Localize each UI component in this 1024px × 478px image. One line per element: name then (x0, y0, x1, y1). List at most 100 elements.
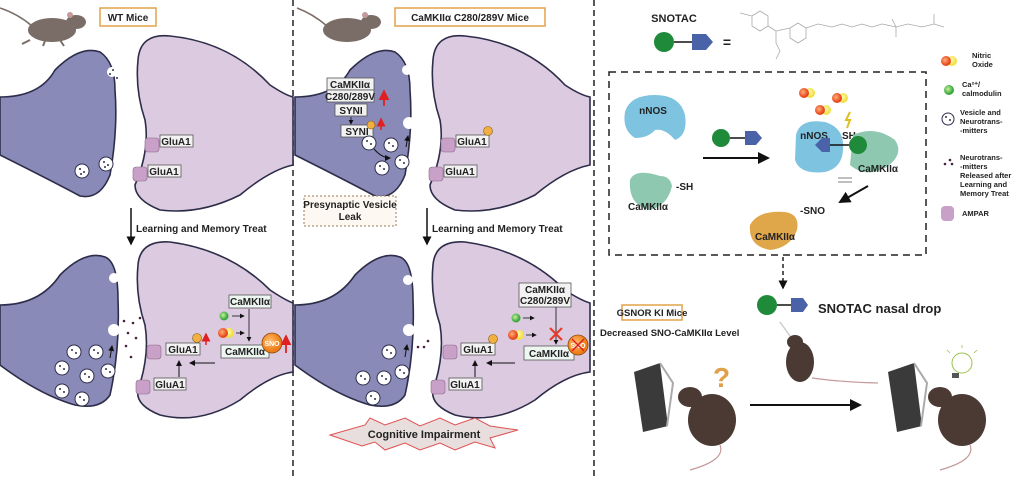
equals-sign: = (723, 34, 731, 50)
vesicle (79, 368, 95, 384)
mutant-panel: CaMKIIα C280/289V Mice CaMKIIα C280/289V… (294, 7, 591, 451)
mouse-icon (296, 7, 381, 42)
vesicle (54, 360, 70, 376)
glua1-label: GluA1 (457, 137, 487, 148)
calcium-calmodulin-icon (511, 313, 521, 323)
mouse-nasal-drop-icon (779, 321, 879, 384)
glua1-label: GluA1 (445, 167, 475, 178)
svg-text:nNOS: nNOS (639, 106, 667, 117)
syn1-label: SYNI (345, 127, 369, 138)
camk2a-label: CaMKIIα (230, 297, 271, 308)
vesicle (74, 391, 90, 407)
mouse-icon (0, 7, 86, 47)
vesicle (381, 344, 397, 360)
wt-title-box (99, 7, 157, 27)
glua1-label: GluA1 (450, 380, 480, 391)
confused-mouse-icon (678, 387, 736, 471)
ampar-icon (941, 206, 954, 221)
legend-item: Vesicle and Neurotrans- -mitters (941, 108, 1003, 135)
lightbulb-icon (946, 345, 978, 378)
snotac-molecule-icon (712, 129, 762, 147)
presynaptic-terminal (294, 49, 412, 198)
nitric-oxide-icon (832, 93, 848, 103)
calcium-calmodulin-icon (944, 85, 954, 95)
treatment-label: Learning and Memory Treat (136, 224, 267, 235)
vesicle (374, 160, 390, 176)
svg-text:Cognitive Impairment: Cognitive Impairment (368, 429, 481, 441)
glua1-label: GluA1 (155, 380, 185, 391)
svg-text:calmodulin: calmodulin (962, 89, 1002, 98)
vesicle (66, 344, 82, 360)
svg-text:Oxide: Oxide (972, 60, 993, 69)
snotac-title: SNOTAC (651, 13, 697, 25)
mutant-camk2a-label: CaMKIIα (330, 80, 371, 91)
blocked-x-icon (549, 327, 563, 341)
sno-badge: SNO (261, 332, 283, 354)
treatment-label: Learning and Memory Treat (432, 224, 563, 235)
svg-text:CaMKIIα: CaMKIIα (755, 232, 796, 243)
ampar-icon (440, 137, 456, 153)
legend-item: Neurotrans- -mitters Released after Lear… (943, 153, 1011, 198)
svg-text:SNO: SNO (570, 343, 586, 350)
snotac-molecule-icon (654, 32, 713, 52)
svg-text:Neurotrans-: Neurotrans- (960, 153, 1003, 162)
vesicle-leak-box (303, 195, 397, 227)
book-icon (888, 362, 929, 432)
vesicle (88, 344, 104, 360)
svg-text:Vesicle and: Vesicle and (960, 108, 1001, 117)
vesicle (355, 370, 371, 386)
vesicle (394, 364, 410, 380)
nitric-oxide-icon (941, 56, 957, 66)
postsynaptic-spine (429, 34, 591, 212)
svg-text:-mitters: -mitters (960, 126, 988, 135)
mutant-camk2a-label: CaMKIIα (525, 285, 566, 296)
presynaptic-terminal (294, 254, 415, 408)
gsnor-title: GSNOR KI Mice (617, 308, 688, 319)
mutant-camk2a-label: C280/289V (325, 92, 375, 103)
chemical-structure (739, 10, 945, 60)
decreased-level-label: Decreased SNO-CaMKIIα Level (600, 328, 739, 339)
nasal-drop-label: SNOTAC nasal drop (818, 301, 941, 316)
lightning-icon (844, 111, 852, 129)
vesicle (376, 370, 392, 386)
vesicle-icon (941, 112, 955, 126)
glua1-label: GluA1 (168, 345, 198, 356)
vesicle (365, 390, 381, 406)
neurotransmitter-dots-icon (122, 316, 142, 359)
postsynaptic-spine (431, 241, 591, 419)
svg-text:Ca²⁺/: Ca²⁺/ (962, 80, 981, 89)
vesicle-leak-label: Leak (339, 212, 362, 223)
legend-item: Ca²⁺/ calmodulin (944, 80, 1002, 98)
mutant-camk2a-label: C280/289V (520, 296, 570, 307)
vesicle (98, 156, 114, 172)
camk2a-label: CaMKIIα (225, 347, 266, 358)
sno-camk2a-protein: -SNO CaMKIIα (749, 206, 825, 250)
svg-text:Released after: Released after (960, 171, 1011, 180)
ampar-icon (132, 166, 148, 182)
book-icon (634, 362, 675, 432)
vesicle (54, 383, 70, 399)
ampar-icon (135, 379, 151, 395)
snotac-molecule-icon (757, 295, 808, 315)
vesicle (74, 163, 90, 179)
ampar-icon (144, 137, 160, 153)
syn1-label: SYNI (339, 106, 363, 117)
svg-text:AMPAR: AMPAR (962, 209, 990, 218)
nitric-oxide-icon (815, 105, 831, 115)
presynaptic-terminal (0, 49, 117, 198)
postsynaptic-spine (136, 241, 294, 419)
glua1-label: GluA1 (463, 345, 493, 356)
svg-text:Nitric: Nitric (972, 51, 991, 60)
legend: Nitric Oxide Ca²⁺/ calmodulin Vesicle an… (941, 51, 1011, 221)
question-mark-icon: ? (713, 362, 730, 393)
postsynaptic-spine (134, 34, 294, 212)
mechanism-box (608, 71, 927, 256)
svg-text:CaMKIIα: CaMKIIα (628, 202, 669, 213)
ampar-icon (428, 166, 444, 182)
svg-text:SNO: SNO (264, 341, 280, 348)
vesicle (100, 363, 116, 379)
svg-text:?: ? (713, 362, 730, 393)
wt-title: WT Mice (108, 13, 149, 24)
nitric-oxide-icon (508, 330, 524, 340)
